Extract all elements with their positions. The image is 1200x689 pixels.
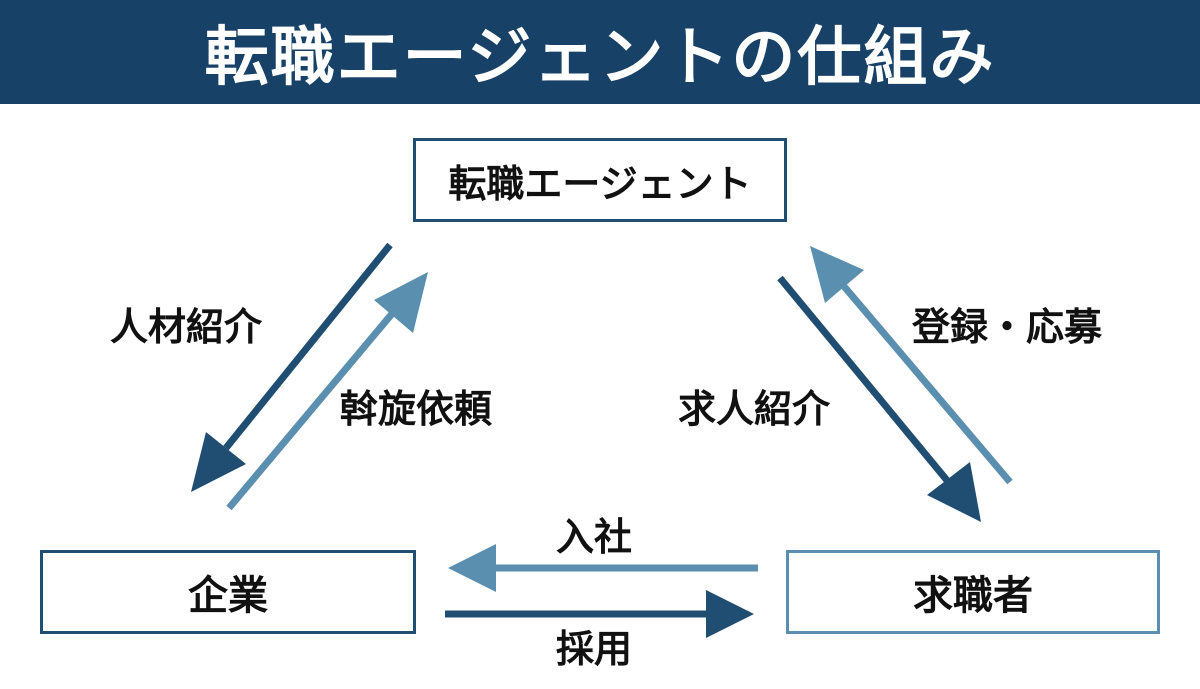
arrow-seeker-to-company bbox=[448, 544, 758, 592]
node-company: 企業 bbox=[40, 550, 416, 634]
node-seeker: 求職者 bbox=[786, 550, 1160, 634]
edge-label-company-to-agent: 斡旋依頼 bbox=[340, 387, 493, 431]
page-title: 転職エージェントの仕組み bbox=[204, 21, 996, 95]
arrow-company-to-agent bbox=[226, 272, 428, 511]
arrow-agent-to-seeker bbox=[777, 275, 981, 522]
header-bar: 転職エージェントの仕組み bbox=[0, 0, 1200, 104]
arrow-agent-to-company bbox=[191, 242, 393, 492]
arrow-seeker-to-agent bbox=[810, 246, 1013, 485]
node-agent: 転職エージェント bbox=[413, 138, 787, 222]
edge-label-seeker-to-company: 入社 bbox=[556, 515, 633, 559]
edge-label-agent-to-seeker: 求人紹介 bbox=[678, 387, 831, 431]
edge-label-company-to-seeker: 採用 bbox=[556, 627, 633, 671]
edge-label-seeker-to-agent: 登録・応募 bbox=[912, 305, 1103, 349]
arrow-company-to-seeker bbox=[445, 590, 754, 638]
edge-label-agent-to-company: 人材紹介 bbox=[110, 305, 263, 349]
